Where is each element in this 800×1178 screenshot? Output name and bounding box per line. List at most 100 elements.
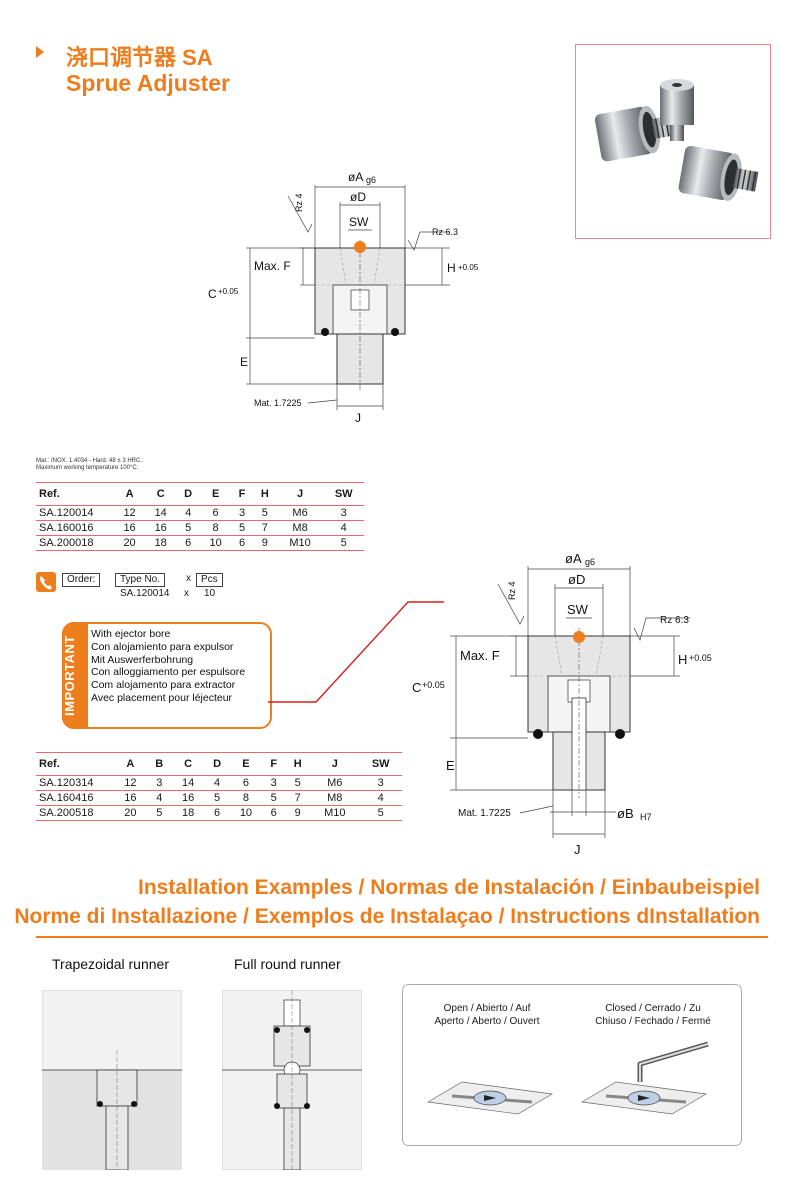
trapezoidal-runner-drawing — [42, 990, 182, 1170]
closed-plate — [580, 1081, 708, 1115]
order-type-no: Type No. — [115, 573, 166, 587]
d1-e: E — [240, 355, 248, 369]
table-header-cell: C — [171, 752, 205, 776]
d1-maxf: Max. F — [254, 259, 291, 273]
table-header-cell: A — [114, 752, 147, 776]
table-cell: 16 — [114, 790, 147, 806]
table-cell: M8 — [276, 520, 324, 536]
table-header-cell: A — [114, 482, 146, 506]
table-cell: 6 — [176, 535, 201, 551]
table-cell: 3 — [359, 775, 402, 791]
d1-h-tol: +0.05 — [458, 263, 479, 272]
table-cell: M10 — [276, 535, 324, 551]
leader-line — [268, 601, 444, 703]
d2-dim-a: øA — [565, 551, 582, 566]
open-label-2: Aperto / Aberto / Ouvert — [434, 1016, 540, 1027]
d2-rz63: Rz 6.3 — [660, 615, 689, 626]
trapezoidal-label: Trapezoidal runner — [52, 956, 169, 972]
d2-maxf: Max. F — [460, 648, 500, 663]
table-cell: 5 — [252, 505, 277, 521]
table-cell: SA.120014 — [36, 505, 114, 521]
d2-h-tol: +0.05 — [689, 653, 712, 663]
table-cell: 3 — [231, 505, 253, 521]
table-cell: M6 — [276, 505, 324, 521]
technical-drawing-2: øA g6 øD SW Rz 4 Rz 6.3 Max. F H +0.05 — [412, 551, 712, 857]
order-x: x — [186, 573, 191, 584]
table-cell: 16 — [145, 520, 177, 536]
d2-h: H — [678, 652, 687, 667]
table-header-cell: J — [276, 482, 324, 506]
table-cell: 18 — [145, 535, 177, 551]
table-cell: 5 — [323, 535, 364, 551]
table-cell: 16 — [114, 520, 146, 536]
table-cell: M10 — [310, 805, 360, 821]
open-label-1: Open / Abierto / Auf — [443, 1003, 531, 1014]
table-header-cell: D — [176, 482, 201, 506]
d1-dim-a: øA — [348, 170, 363, 184]
d1-h: H — [447, 261, 456, 275]
important-line-6: Avec placement pour léjecteur — [91, 691, 233, 704]
table-cell: 20 — [114, 535, 146, 551]
table-cell: 7 — [285, 790, 311, 806]
table-cell: SA.160016 — [36, 520, 114, 536]
table-cell: 3 — [262, 775, 286, 791]
order-pcs: Pcs — [196, 573, 223, 587]
table-header-cell: E — [229, 752, 263, 776]
title-arrow-icon — [36, 46, 44, 58]
table-header-cell: B — [146, 752, 172, 776]
table-cell: 4 — [146, 790, 172, 806]
table-cell: 8 — [229, 790, 263, 806]
d2-b-tol: H7 — [640, 812, 652, 822]
open-plate — [426, 1081, 554, 1115]
order-label: Order: — [62, 573, 101, 587]
table-cell: 6 — [229, 775, 263, 791]
d1-dim-a-tol: g6 — [366, 175, 376, 185]
table-header-cell: Ref. — [36, 752, 114, 776]
table-cell: 5 — [359, 805, 402, 821]
part-right — [678, 145, 759, 202]
d2-b: øB — [617, 806, 634, 821]
table-cell: 5 — [231, 520, 253, 536]
d2-e: E — [446, 758, 455, 773]
d1-rz4: Rz 4 — [294, 193, 304, 212]
table-cell: 4 — [359, 790, 402, 806]
table-cell: 3 — [323, 505, 364, 521]
table-header-cell: E — [200, 482, 232, 506]
title-english: Sprue Adjuster — [66, 70, 231, 96]
d2-j: J — [574, 842, 581, 857]
open-closed-panel — [402, 984, 742, 1146]
table-header-cell: J — [310, 752, 360, 776]
d1-c-tol: +0.05 — [218, 287, 239, 296]
table-cell: SA.200018 — [36, 535, 114, 551]
table-cell: 5 — [146, 805, 172, 821]
material-note: Mat.: INOX. 1.4034 - Hard. 48 ± 3 HRC. M… — [36, 458, 142, 472]
material-note-line-1: Mat.: INOX. 1.4034 - Hard. 48 ± 3 HRC. — [36, 458, 142, 464]
d2-c-tol: +0.05 — [422, 680, 445, 690]
d2-rz4: Rz 4 — [507, 581, 517, 600]
table-header-cell: SW — [359, 752, 402, 776]
table-header-cell: H — [285, 752, 311, 776]
table-cell: 6 — [200, 505, 232, 521]
title-chinese: 浇口调节器 SA — [66, 45, 213, 70]
table-cell: 6 — [262, 805, 286, 821]
d1-dim-sw: SW — [349, 215, 369, 229]
table-cell: SA.200518 — [36, 805, 114, 821]
d2-dim-sw: SW — [567, 602, 589, 617]
full-round-runner-drawing — [222, 990, 362, 1170]
table-cell: 5 — [204, 790, 230, 806]
table-cell: M6 — [310, 775, 360, 791]
table-cell: 10 — [229, 805, 263, 821]
closed-label-2: Chiuso / Fechado / Fermé — [595, 1016, 711, 1027]
table-cell: 12 — [114, 505, 146, 521]
table-cell: 14 — [171, 775, 205, 791]
d2-dim-d: øD — [568, 572, 585, 587]
product-photo-svg — [594, 79, 759, 202]
